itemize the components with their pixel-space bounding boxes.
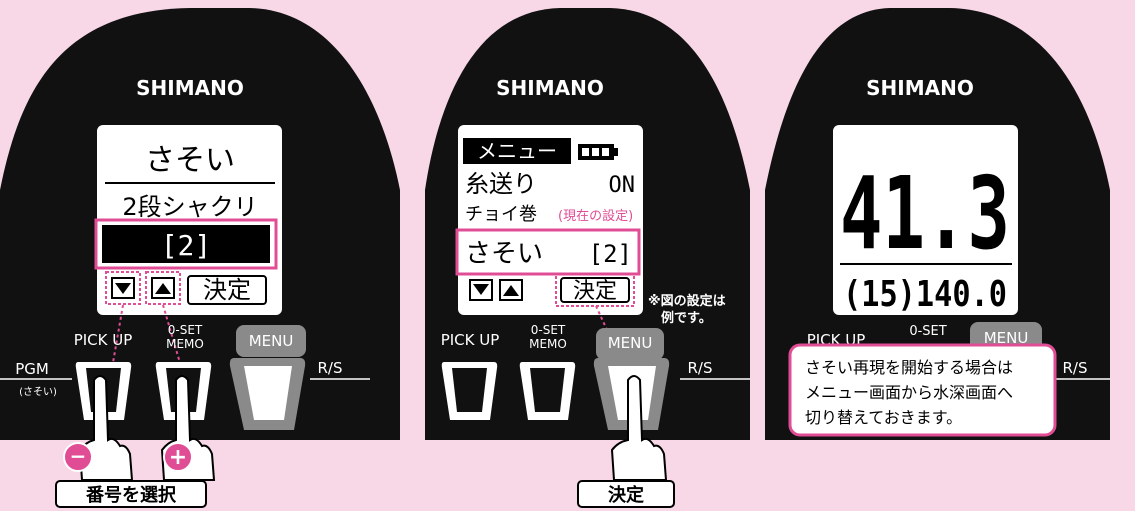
current-frame (455, 228, 641, 276)
caption-box-2 (577, 480, 675, 508)
hand-minus: − (63, 375, 134, 481)
zeroset-label-2a: 0-SET (531, 323, 566, 337)
current-setting-note: (現在の設定) (558, 208, 633, 224)
caption-box-1 (55, 480, 207, 508)
info-line-2: メニュー画面から水深画面へ (805, 383, 1013, 402)
selected-bar (102, 225, 270, 263)
triangle-down-icon-2 (473, 284, 489, 295)
rs-label: R/S (318, 359, 343, 377)
screen-subtitle: 2段シャクリ (122, 193, 257, 221)
menu-label-2: MENU (608, 334, 653, 352)
panel-3: SHIMANO 41.3 (15)140.0 PICK UP 0-SET MEN… (765, 8, 1110, 440)
triangle-down-icon (115, 283, 131, 294)
battery-icon (578, 144, 618, 160)
info-line-1: さそい再現を開始する場合は (805, 358, 1013, 377)
zeroset-label-2b: MEMO (529, 337, 567, 351)
zeroset-label-2: MEMO (166, 337, 204, 351)
plus-icon: + (169, 445, 187, 470)
hand-plus: + (160, 375, 216, 481)
pickup-label-2: PICK UP (441, 331, 500, 349)
caption-2: 決定 (608, 484, 644, 506)
screen-title: さそい (145, 143, 235, 178)
confirm-label-2: 決定 (573, 279, 617, 304)
line3-value: [2] (589, 240, 632, 268)
pickup-label: PICK UP (74, 331, 133, 349)
minus-icon: − (70, 444, 87, 468)
brand-logo: SHIMANO (136, 76, 244, 100)
selected-value: [2] (161, 229, 212, 262)
menu-label: MENU (249, 332, 294, 350)
note-line-2: 例です。 (661, 310, 712, 326)
panel-1: SHIMANO さそい 2段シャクリ [2] 決定 PICK UP 0-SET … (0, 8, 400, 508)
selected-frame (94, 218, 278, 270)
info-line-3: 切り替えておきます。 (805, 408, 962, 427)
confirm-label: 決定 (203, 276, 251, 304)
line1-value: ON (609, 173, 636, 198)
zeroset-label-1: 0-SET (168, 323, 203, 337)
caption-1: 番号を選択 (85, 485, 177, 506)
brand-logo-3: SHIMANO (866, 76, 974, 100)
menu-button-bg (236, 325, 306, 357)
down-button-frame[interactable] (105, 271, 141, 305)
menu-title: メニュー (477, 139, 557, 163)
lcd-screen-3 (833, 125, 1018, 315)
menu-button-bg-2 (596, 328, 664, 360)
rs-label-3: R/S (1063, 359, 1088, 377)
note-line-1: ※図の設定は (648, 293, 726, 309)
sub-digits: (15)140.0 (843, 274, 1007, 315)
line1-label: 糸送り (465, 170, 537, 198)
panel-2: SHIMANO メニュー 糸送り ON チョイ巻 (現在の設定) さそい [2]… (425, 8, 750, 508)
line2-label: チョイ巻 (465, 204, 537, 225)
pgm-sub-label: (さそい) (19, 386, 57, 398)
triangle-up-icon (155, 283, 171, 294)
lcd-screen-2 (458, 125, 643, 315)
up-button-frame[interactable] (145, 271, 181, 305)
info-box (788, 343, 1057, 437)
rs-label-2: R/S (688, 359, 713, 377)
line3-label: さそい (465, 239, 543, 269)
big-digits: 41.3 (840, 155, 1010, 272)
pgm-label: PGM (15, 360, 49, 378)
menu-label-3: MENU (984, 329, 1029, 347)
hand-confirm (610, 375, 668, 481)
zeroset-label-3: 0-SET (909, 324, 946, 339)
brand-logo-2: SHIMANO (496, 76, 604, 100)
triangle-up-icon-2 (503, 285, 519, 296)
